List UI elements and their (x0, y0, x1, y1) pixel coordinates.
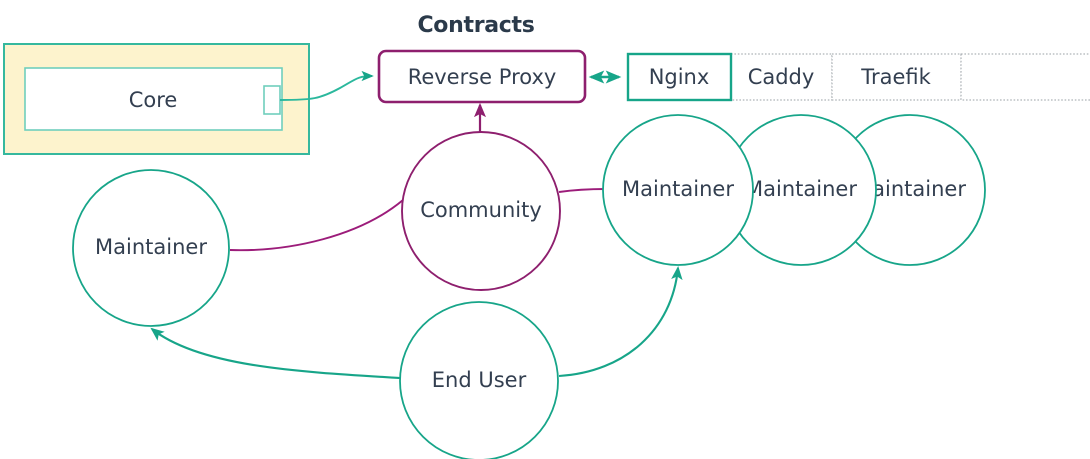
table-cell-caddy-label: Caddy (748, 65, 815, 89)
reverse-proxy-label: Reverse Proxy (408, 65, 557, 89)
maintainer-left-label: Maintainer (95, 235, 207, 259)
core-label: Core (129, 88, 178, 112)
end-user-node[interactable]: End User (399, 301, 559, 459)
maintainer-circle-2[interactable]: Maintainer (725, 114, 877, 266)
reverse-proxy-node[interactable]: Reverse Proxy (377, 49, 587, 104)
edge-community-to-maintainer-right (558, 188, 607, 193)
maintainer-left-circle[interactable] (72, 169, 230, 327)
community-node[interactable]: Community (401, 131, 561, 291)
maintainer-circle-1[interactable]: Maintainer (602, 114, 754, 266)
community-label: Community (420, 198, 542, 222)
maintainer-circle-1-shape[interactable] (602, 114, 754, 266)
core-port-handle[interactable] (263, 85, 281, 115)
core-container[interactable]: Core (3, 43, 310, 155)
end-user-label: End User (432, 368, 527, 392)
page-title: Contracts (417, 13, 534, 38)
table-cell-traefik-label: Traefik (860, 65, 931, 89)
edge-end-user-to-maintainer-right (558, 265, 683, 378)
table-cell-nginx-label: Nginx (649, 65, 710, 89)
end-user-circle[interactable] (399, 301, 559, 459)
table-cell-traefik-border[interactable] (831, 53, 962, 101)
reverse-proxy-box[interactable] (377, 49, 587, 104)
edge-end-user-to-maintainer-left (150, 327, 401, 380)
edge-community-to-maintainer-left (229, 199, 404, 252)
table-cell-caddy-border[interactable] (730, 53, 833, 101)
core-inner-box[interactable] (24, 67, 283, 131)
community-circle[interactable] (401, 131, 561, 291)
maintainer-stack[interactable]: Maintainer Maintainer Maintainer (602, 114, 986, 266)
table-cell-empty-border[interactable] (960, 53, 1090, 101)
maintainer-circle-1-label: Maintainer (622, 177, 734, 201)
proxy-options-table[interactable]: Nginx Caddy Traefik (626, 52, 1090, 102)
maintainer-left-node[interactable]: Maintainer (72, 169, 230, 327)
table-cell-nginx-border[interactable] (626, 52, 733, 102)
maintainer-circle-2-label: Maintainer (745, 177, 857, 201)
edge-core-to-reverse-proxy (279, 70, 374, 101)
